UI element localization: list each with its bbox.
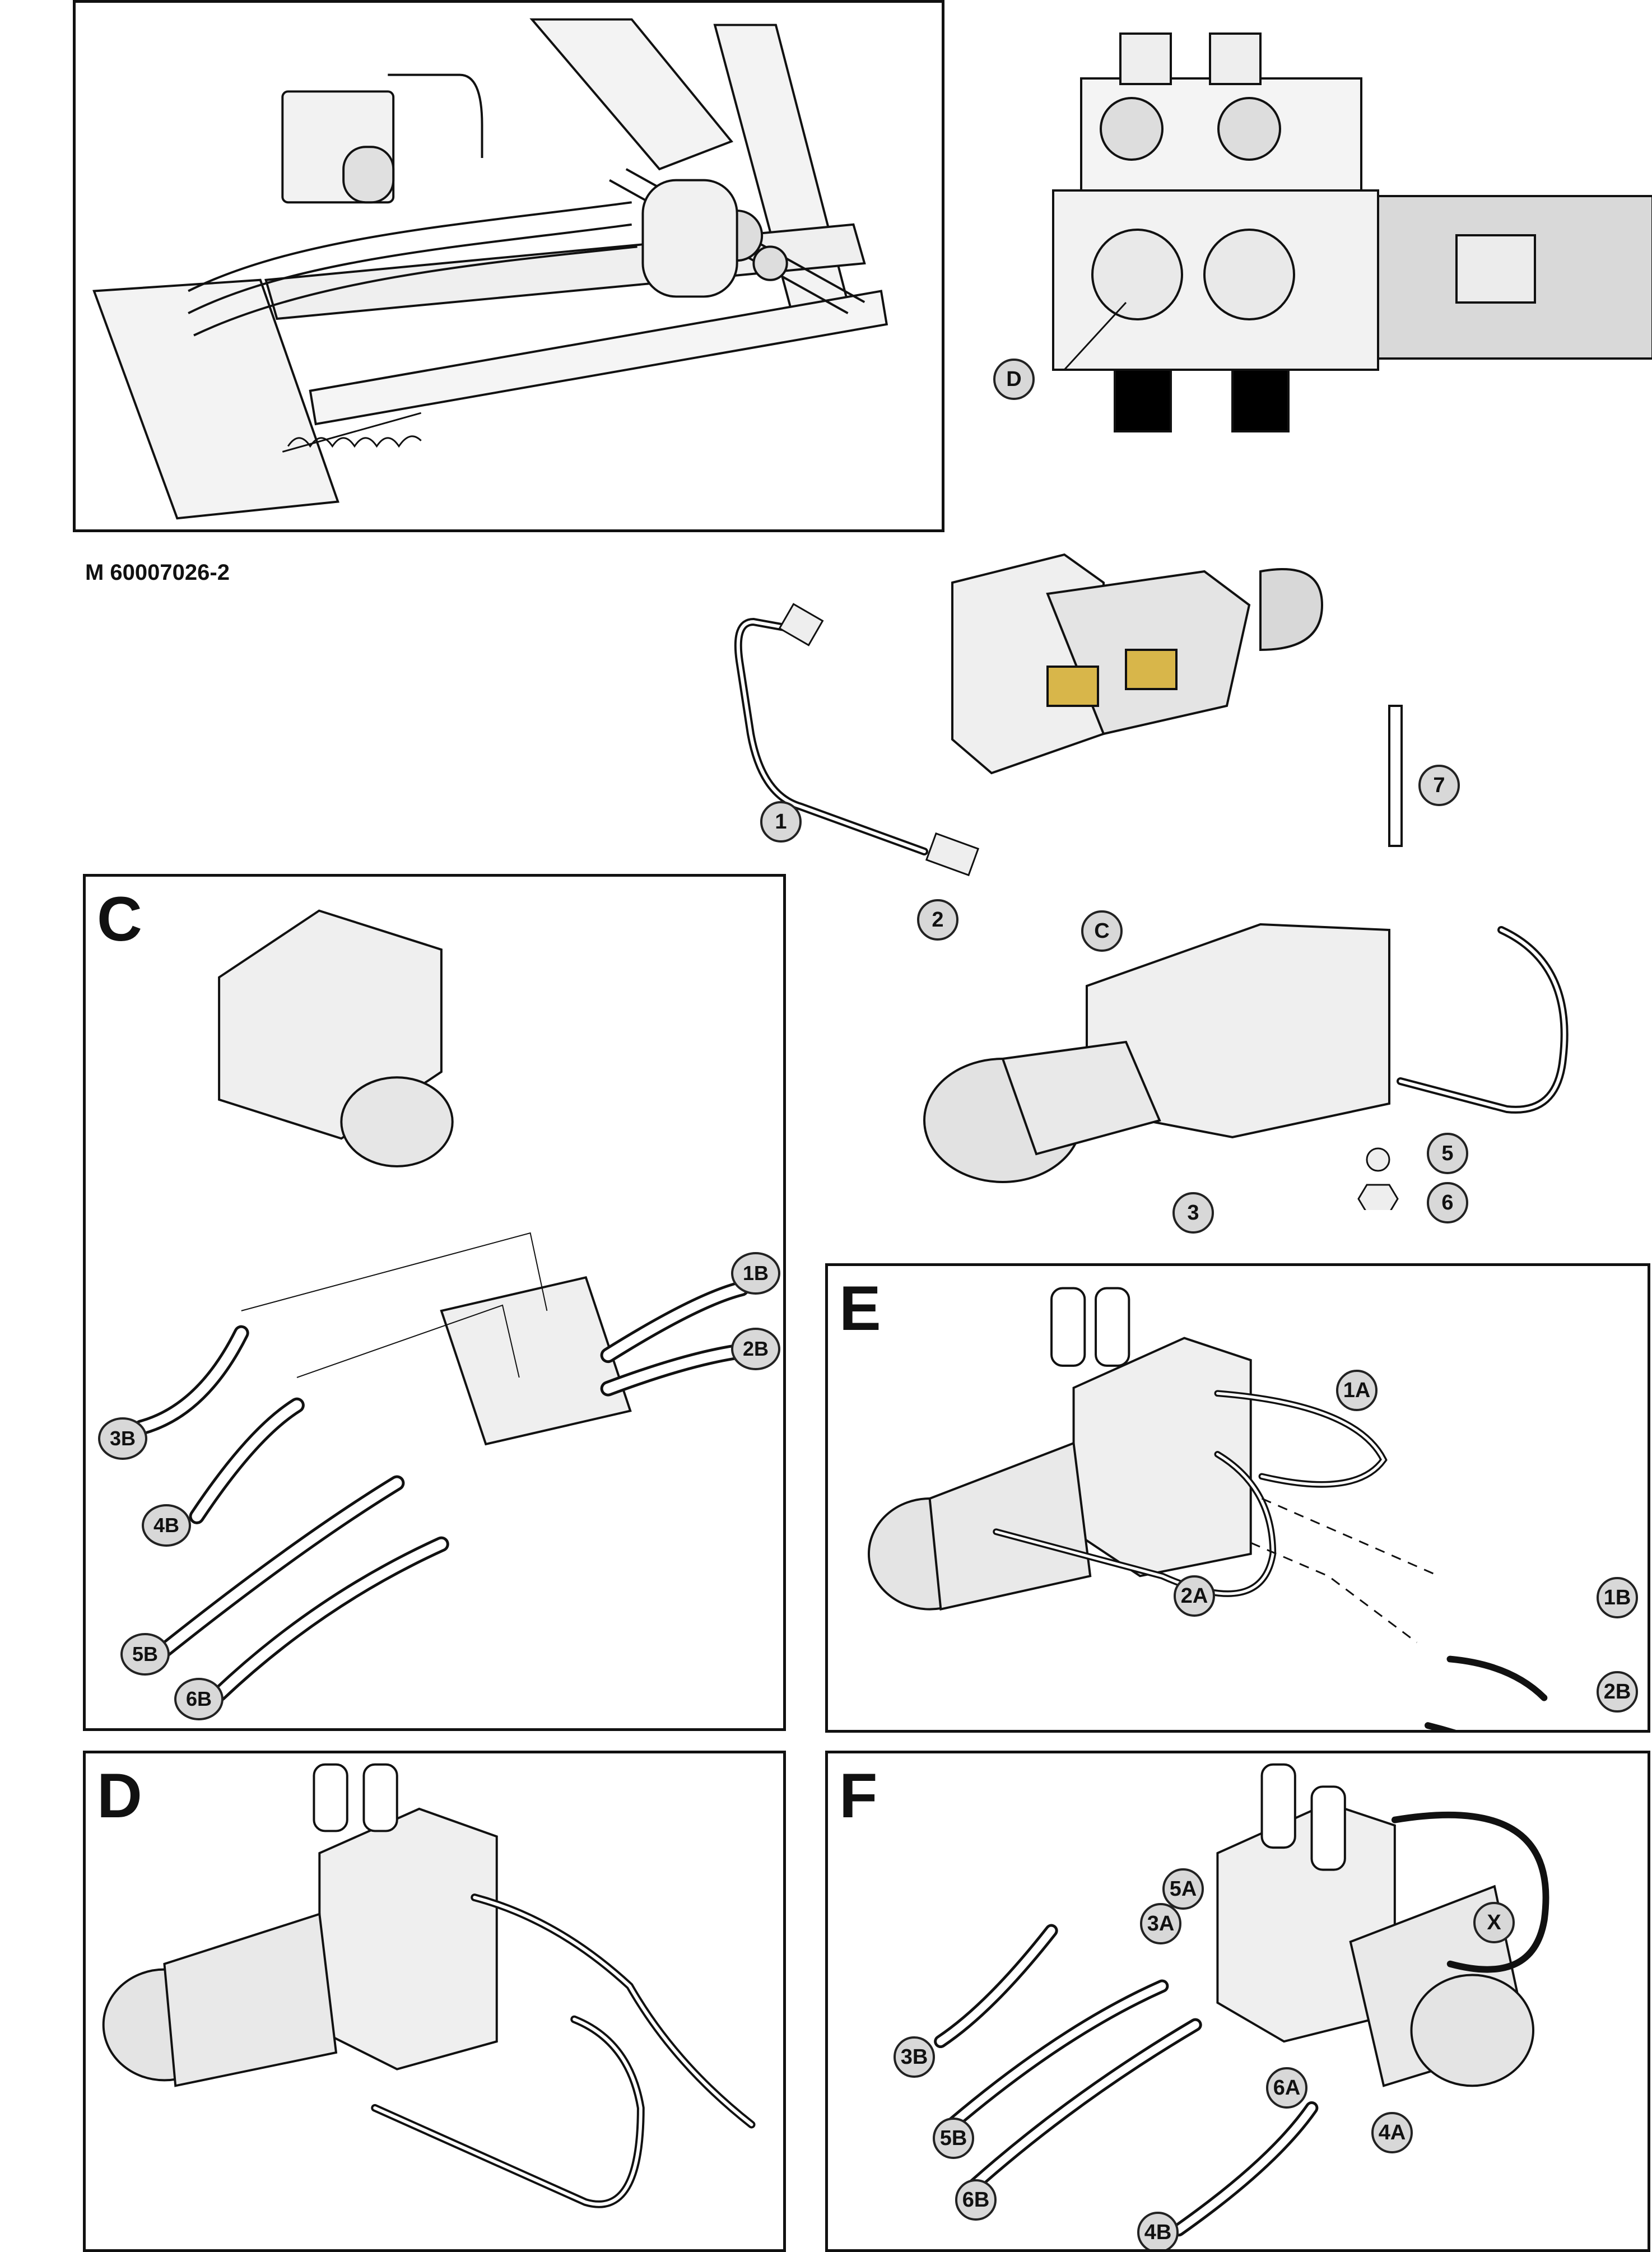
panel-e-callout-1a: 1A bbox=[1336, 1370, 1378, 1411]
loader-frame-drawing bbox=[92, 18, 888, 520]
panel-e-callout-2b: 2B bbox=[1597, 1671, 1638, 1713]
brass-fitting-right bbox=[1231, 369, 1290, 432]
panel-c-callout-6b: 6B bbox=[174, 1678, 224, 1720]
panel-f-callout-4b: 4B bbox=[1137, 2212, 1179, 2249]
panel-f-callout-3b: 3B bbox=[894, 2036, 935, 2078]
reference-code: M 60007026-2 bbox=[85, 560, 230, 585]
panel-f-callout-6a: 6A bbox=[1266, 2067, 1307, 2109]
brass-fitting-left bbox=[1114, 369, 1172, 432]
valve-detail-drawing bbox=[1052, 32, 1652, 432]
panel-f-callout-5a: 5A bbox=[1162, 1868, 1204, 1910]
panel-f-callout-6b: 6B bbox=[955, 2179, 997, 2221]
exploded-callout-5: 5 bbox=[1427, 1133, 1468, 1174]
panel-d-label: D bbox=[97, 1761, 142, 1831]
panel-c-label: C bbox=[97, 884, 142, 954]
exploded-assembly-drawing bbox=[734, 553, 1569, 1210]
panel-f-callout-4a: 4A bbox=[1371, 2112, 1413, 2153]
panel-f: F 5A 3A X 3B 6A 4A 5B 6B 4B bbox=[825, 1751, 1650, 2252]
panel-e-label: E bbox=[839, 1273, 881, 1343]
exploded-callout-3: 3 bbox=[1172, 1192, 1214, 1234]
panel-c-drawing bbox=[133, 909, 761, 1702]
panel-d-drawing bbox=[102, 1763, 756, 2208]
panel-c-callout-4b: 4B bbox=[142, 1504, 191, 1547]
panel-e-callout-1b: 1B bbox=[1597, 1577, 1638, 1618]
exploded-callout-6: 6 bbox=[1427, 1182, 1468, 1223]
panel-c: C 1B 2B 3B 4B 5B 6B bbox=[83, 874, 786, 1731]
exploded-callout-c: C bbox=[1081, 910, 1123, 952]
panel-c-callout-3b: 3B bbox=[98, 1417, 147, 1460]
panel-d: D bbox=[83, 1751, 786, 2252]
panel-e: E 1A 2A 1B 2B bbox=[825, 1263, 1650, 1733]
exploded-callout-1: 1 bbox=[760, 801, 802, 843]
panel-e-drawing bbox=[867, 1287, 1548, 1730]
panel-f-callout-3a: 3A bbox=[1140, 1903, 1181, 1944]
panel-c-callout-2b: 2B bbox=[731, 1328, 780, 1370]
panel-e-callout-2a: 2A bbox=[1174, 1575, 1215, 1617]
exploded-callout-2: 2 bbox=[917, 899, 958, 941]
panel-f-callout-x: X bbox=[1473, 1902, 1515, 1943]
panel-f-callout-5b: 5B bbox=[933, 2118, 974, 2159]
exploded-callout-7: 7 bbox=[1418, 765, 1460, 806]
overview-panel bbox=[73, 0, 944, 532]
valve-callout-d: D bbox=[993, 359, 1035, 400]
panel-c-callout-1b: 1B bbox=[731, 1252, 780, 1295]
panel-c-callout-5b: 5B bbox=[120, 1633, 170, 1676]
panel-f-drawing bbox=[934, 1763, 1549, 2237]
panel-f-label: F bbox=[839, 1761, 878, 1831]
